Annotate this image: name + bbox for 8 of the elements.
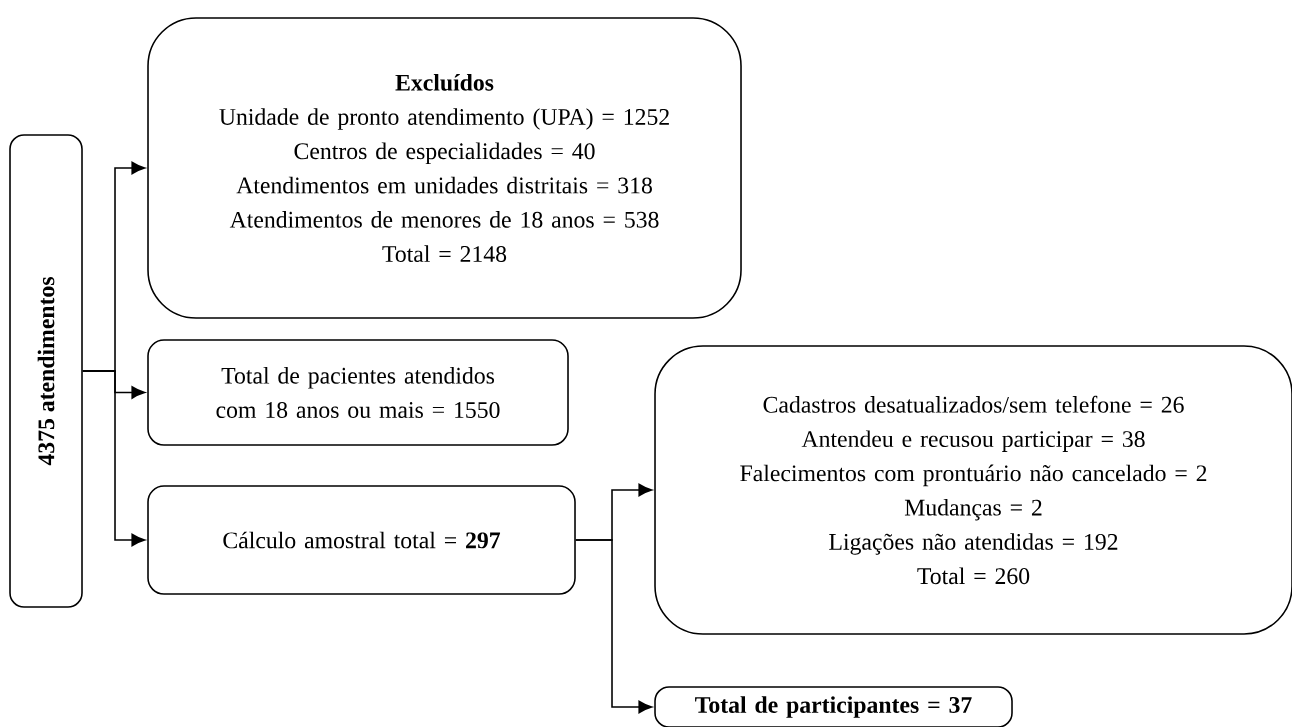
- process-box: Total de pacientes atendidos com 18 anos ou mais = 1550: [147, 339, 569, 446]
- process-box: Total de participantes = 37: [654, 686, 1013, 727]
- process-box: Cadastros desatualizados/sem telefone = 26 Antendeu e recusou participar = 38 Falecimentos com prontuário não cancelado = 2 Mudanças = 2 Ligações não atendidas = 192 Total = 260: [654, 345, 1292, 635]
- process-box: 4375 atendimentos: [9, 134, 83, 608]
- process-box: Excluídos Unidade de pronto atendimento (UPA) = 1252 Centros de especialidades = 40 Atendimentos em unidades distritais = 318 Atendimentos de menores de 18 anos = 538 Total = 2148: [147, 17, 742, 319]
- arrow: [82, 370, 146, 547]
- process-box: Cálculo amostral total = 297: [147, 485, 576, 595]
- arrow: [575, 539, 653, 714]
